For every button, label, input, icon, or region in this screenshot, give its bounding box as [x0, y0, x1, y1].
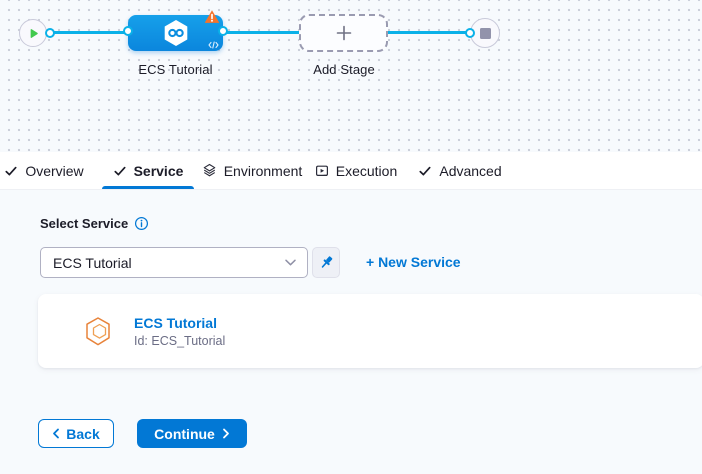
tab-label: Overview [25, 162, 84, 179]
service-card-id: Id: ECS_Tutorial [134, 333, 226, 348]
service-hexagon-icon [84, 316, 112, 347]
tab-advanced[interactable]: Advanced [408, 152, 512, 189]
service-card[interactable]: ECS Tutorial Id: ECS_Tutorial [38, 294, 702, 368]
continue-button[interactable]: Continue [137, 419, 247, 448]
back-button[interactable]: Back [38, 419, 114, 448]
select-service-label: Select Service [40, 216, 129, 231]
pin-icon [318, 254, 335, 271]
tab-overview[interactable]: Overview [0, 152, 96, 189]
layers-icon [202, 163, 217, 178]
play-icon [27, 27, 40, 40]
tab-service[interactable]: Service [96, 152, 200, 189]
pin-service-button[interactable] [312, 247, 340, 278]
add-stage-label: Add Stage [313, 62, 375, 77]
tab-label: Environment [223, 162, 303, 179]
code-icon [208, 41, 219, 49]
service-select-group: ECS Tutorial [40, 247, 340, 278]
chevron-right-icon [222, 428, 230, 439]
add-stage-button[interactable] [299, 14, 388, 52]
tab-label: Execution [335, 162, 398, 179]
back-button-label: Back [66, 425, 100, 442]
continue-button-label: Continue [154, 425, 215, 442]
select-service-label-row: Select Service [40, 216, 149, 231]
pipeline-start-node [19, 19, 47, 47]
service-select-value: ECS Tutorial [53, 254, 132, 271]
new-service-link[interactable]: + New Service [366, 254, 461, 270]
cd-hexagon-infinity-icon [161, 18, 191, 48]
tab-environment[interactable]: Environment [200, 152, 304, 189]
service-card-title[interactable]: ECS Tutorial [134, 314, 217, 331]
pipeline-edge-line [49, 31, 470, 34]
warning-triangle-icon [204, 9, 220, 24]
stage-node-ecs-tutorial[interactable] [123, 10, 228, 51]
stage-tabbar: Overview Service Environment Execution [0, 152, 702, 190]
connector-dot [218, 26, 228, 36]
tab-label: Service [133, 162, 184, 179]
check-icon [4, 164, 18, 178]
plus-icon [335, 24, 353, 42]
service-card-text: ECS Tutorial Id: ECS_Tutorial [134, 315, 225, 348]
service-tab-panel: Select Service ECS Tutorial [0, 190, 702, 474]
pipeline-graph-canvas: ECS Tutorial Add Stage [0, 0, 702, 152]
pipeline-end-node [470, 18, 500, 48]
info-icon[interactable] [134, 216, 149, 231]
tab-execution[interactable]: Execution [304, 152, 408, 189]
check-icon [113, 164, 127, 178]
check-icon [418, 164, 432, 178]
tab-label: Advanced [439, 162, 502, 179]
connector-dot [123, 26, 133, 36]
chevron-left-icon [52, 428, 60, 439]
connector-dot [465, 28, 475, 38]
execution-play-icon [315, 164, 329, 178]
stage-name-label: ECS Tutorial [138, 62, 213, 77]
stop-icon [479, 27, 491, 39]
connector-dot [45, 28, 55, 38]
service-select-dropdown[interactable]: ECS Tutorial [40, 247, 308, 278]
active-tab-underline [102, 186, 194, 189]
chevron-down-icon [284, 258, 297, 267]
